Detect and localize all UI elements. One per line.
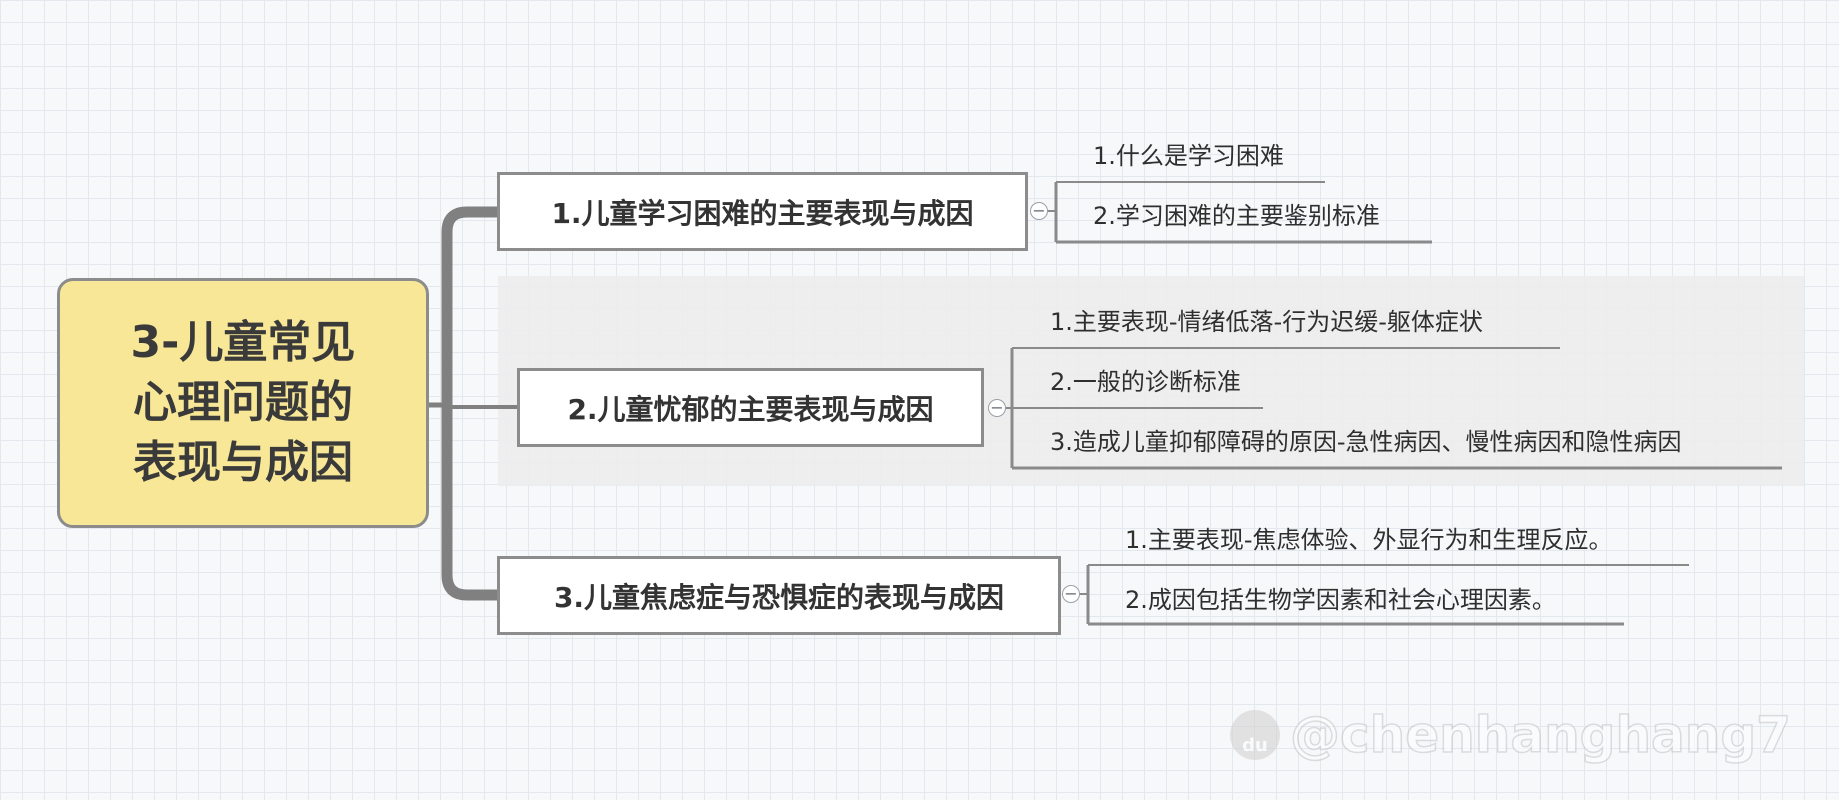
leaf-node[interactable]: 1.什么是学习困难 (1093, 142, 1284, 170)
leaf-node[interactable]: 3.造成儿童抑郁障碍的原因-急性病因、慢性病因和隐性病因 (1050, 428, 1682, 456)
leaf-node[interactable]: 2.学习困难的主要鉴别标准 (1093, 202, 1380, 230)
branch-node-learning-difficulty[interactable]: 1.儿童学习困难的主要表现与成因 (497, 172, 1028, 251)
branch-label: 2.儿童忧郁的主要表现与成因 (567, 392, 934, 426)
branch-label: 3.儿童焦虑症与恐惧症的表现与成因 (553, 580, 1005, 614)
watermark-text: @chenhanghang7 (1289, 705, 1791, 765)
trunk-connector (441, 206, 503, 601)
collapse-toggle-icon[interactable]: − (988, 399, 1006, 417)
paw-logo-text: du (1242, 735, 1268, 756)
paw-logo-icon: du (1230, 710, 1280, 760)
leaf-node[interactable]: 2.一般的诊断标准 (1050, 368, 1241, 396)
collapse-symbol: − (1032, 201, 1046, 220)
leaf-node[interactable]: 2.成因包括生物学因素和社会心理因素。 (1125, 586, 1556, 614)
branch-label: 1.儿童学习困难的主要表现与成因 (551, 196, 974, 230)
collapse-toggle-icon[interactable]: − (1030, 202, 1048, 220)
collapse-symbol: − (1064, 584, 1078, 603)
leaf-node[interactable]: 1.主要表现-情绪低落-行为迟缓-躯体症状 (1050, 308, 1483, 336)
leaf-node[interactable]: 1.主要表现-焦虑体验、外显行为和生理反应。 (1125, 526, 1613, 554)
watermark: du @chenhanghang7 (1230, 700, 1792, 770)
collapse-toggle-icon[interactable]: − (1062, 585, 1080, 603)
root-title: 3-儿童常见心理问题的表现与成因 (130, 317, 356, 488)
branch-node-anxiety-phobia[interactable]: 3.儿童焦虑症与恐惧症的表现与成因 (497, 556, 1061, 635)
root-node[interactable]: 3-儿童常见心理问题的表现与成因 (57, 278, 429, 528)
branch-node-depression[interactable]: 2.儿童忧郁的主要表现与成因 (517, 368, 984, 447)
collapse-symbol: − (990, 398, 1004, 417)
